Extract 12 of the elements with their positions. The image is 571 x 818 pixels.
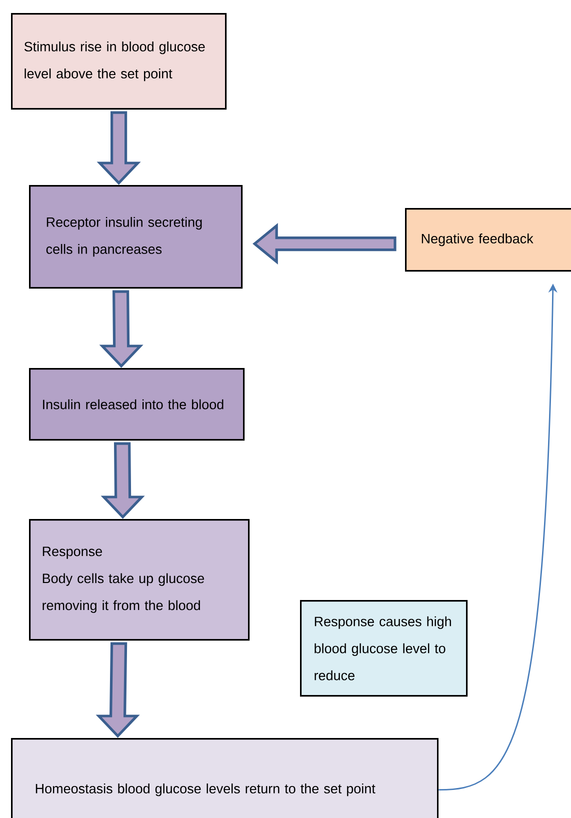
process-box: Receptor insulin secreting cells in pancreases (29, 185, 243, 289)
note-box: Response causes high blood glucose level to reduce (300, 600, 468, 697)
process-box: Insulin released into the blood (29, 368, 245, 441)
block-arrow (100, 442, 145, 519)
block-arrow (99, 290, 144, 368)
process-box: Stimulus rise in blood glucose level above the set point (11, 13, 227, 110)
block-arrow (96, 111, 141, 185)
process-box: Homeostasis blood glucose levels return to the set point (11, 738, 439, 818)
process-box: Response Body cells take up glucose removing it from the blood (29, 519, 250, 641)
block-arrow (96, 642, 140, 738)
process-box: Negative feedback (405, 208, 571, 272)
block-arrow (252, 223, 396, 265)
